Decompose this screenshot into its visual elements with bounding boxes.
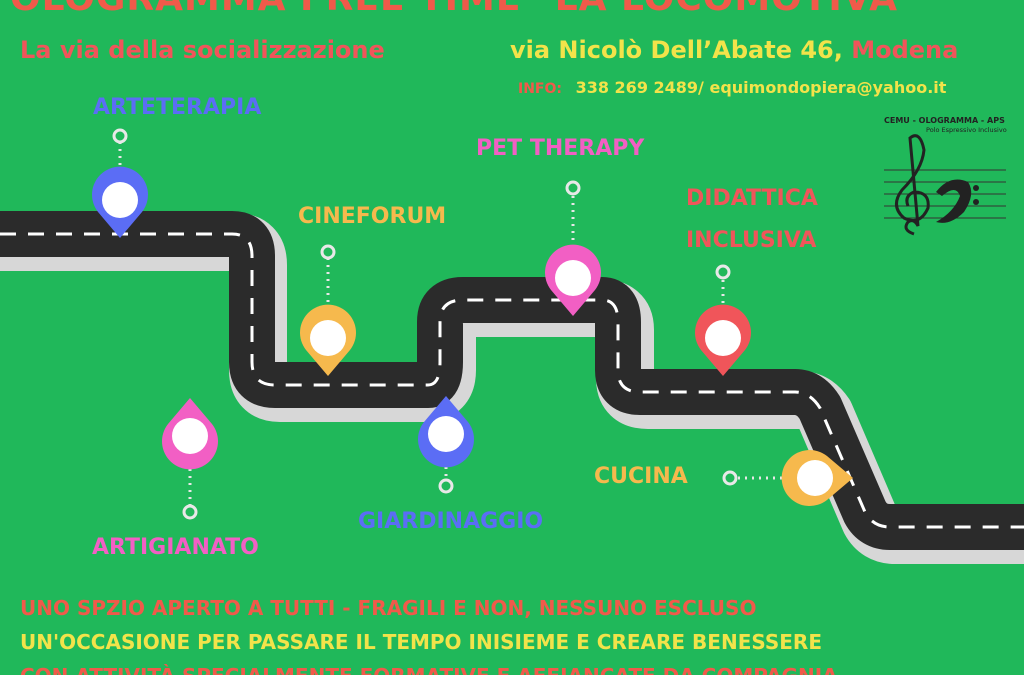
bottom-line-2: UN'OCCASIONE PER PASSARE IL TEMPO INISIE… xyxy=(20,630,822,654)
stop-label-artigianato: ARTIGIANATO xyxy=(92,535,259,560)
stop-label-giardinaggio: GIARDINAGGIO xyxy=(358,509,544,534)
connector-ends xyxy=(112,128,738,520)
bottom-line-3: CON ATTIVITÀ SPECIALMENTE FORMATIVE E AF… xyxy=(20,664,838,675)
stop-label-inclusiva: INCLUSIVA xyxy=(686,228,817,253)
stop-label-arteterapia: ARTETERAPIA xyxy=(93,95,262,120)
treble-clef-icon xyxy=(884,134,1006,236)
road xyxy=(0,211,1024,550)
pin-pet-therapy-icon xyxy=(545,244,601,316)
stop-label-cucina: CUCINA xyxy=(594,464,688,489)
stop-label-didattica: DIDATTICA xyxy=(686,186,818,211)
logo-tagline: Polo Espressivo Inclusivo xyxy=(926,126,1007,134)
info-label: INFO: xyxy=(518,81,562,97)
cemu-logo: CEMU - OLOGRAMMA - APS Polo Espressivo I… xyxy=(880,112,1010,242)
poster-subtitle: La via della socializzazione xyxy=(20,36,385,64)
pin-didattica-icon xyxy=(695,304,751,376)
address-city: Modena xyxy=(851,36,959,64)
info-line: INFO: 338 269 2489/ equimondopiera@yahoo… xyxy=(518,78,946,97)
stop-label-cineforum: CINEFORUM xyxy=(298,204,447,229)
pin-giardinaggio-icon xyxy=(418,396,474,468)
info-contact: 338 269 2489/ equimondopiera@yahoo.it xyxy=(575,78,947,97)
address: via Nicolò Dell’Abate 46, Modena xyxy=(510,36,958,64)
stop-label-pet-therapy: PET THERAPY xyxy=(476,136,645,161)
pin-artigianato-icon xyxy=(162,398,218,470)
address-street: via Nicolò Dell’Abate 46, xyxy=(510,36,843,64)
pin-arteterapia-icon xyxy=(92,166,148,239)
logo-name: CEMU - OLOGRAMMA - APS xyxy=(884,116,1005,125)
road-lane-markings xyxy=(0,232,1024,529)
poster-title: OLOGRAMMA FREE TIME "LA LOCOMOTIVA" xyxy=(10,0,918,19)
bottom-line-1: UNO SPZIO APERTO A TUTTI - FRAGILI E NON… xyxy=(20,596,757,620)
pin-cucina-icon xyxy=(781,450,853,506)
pin-cineforum-icon xyxy=(300,304,356,376)
